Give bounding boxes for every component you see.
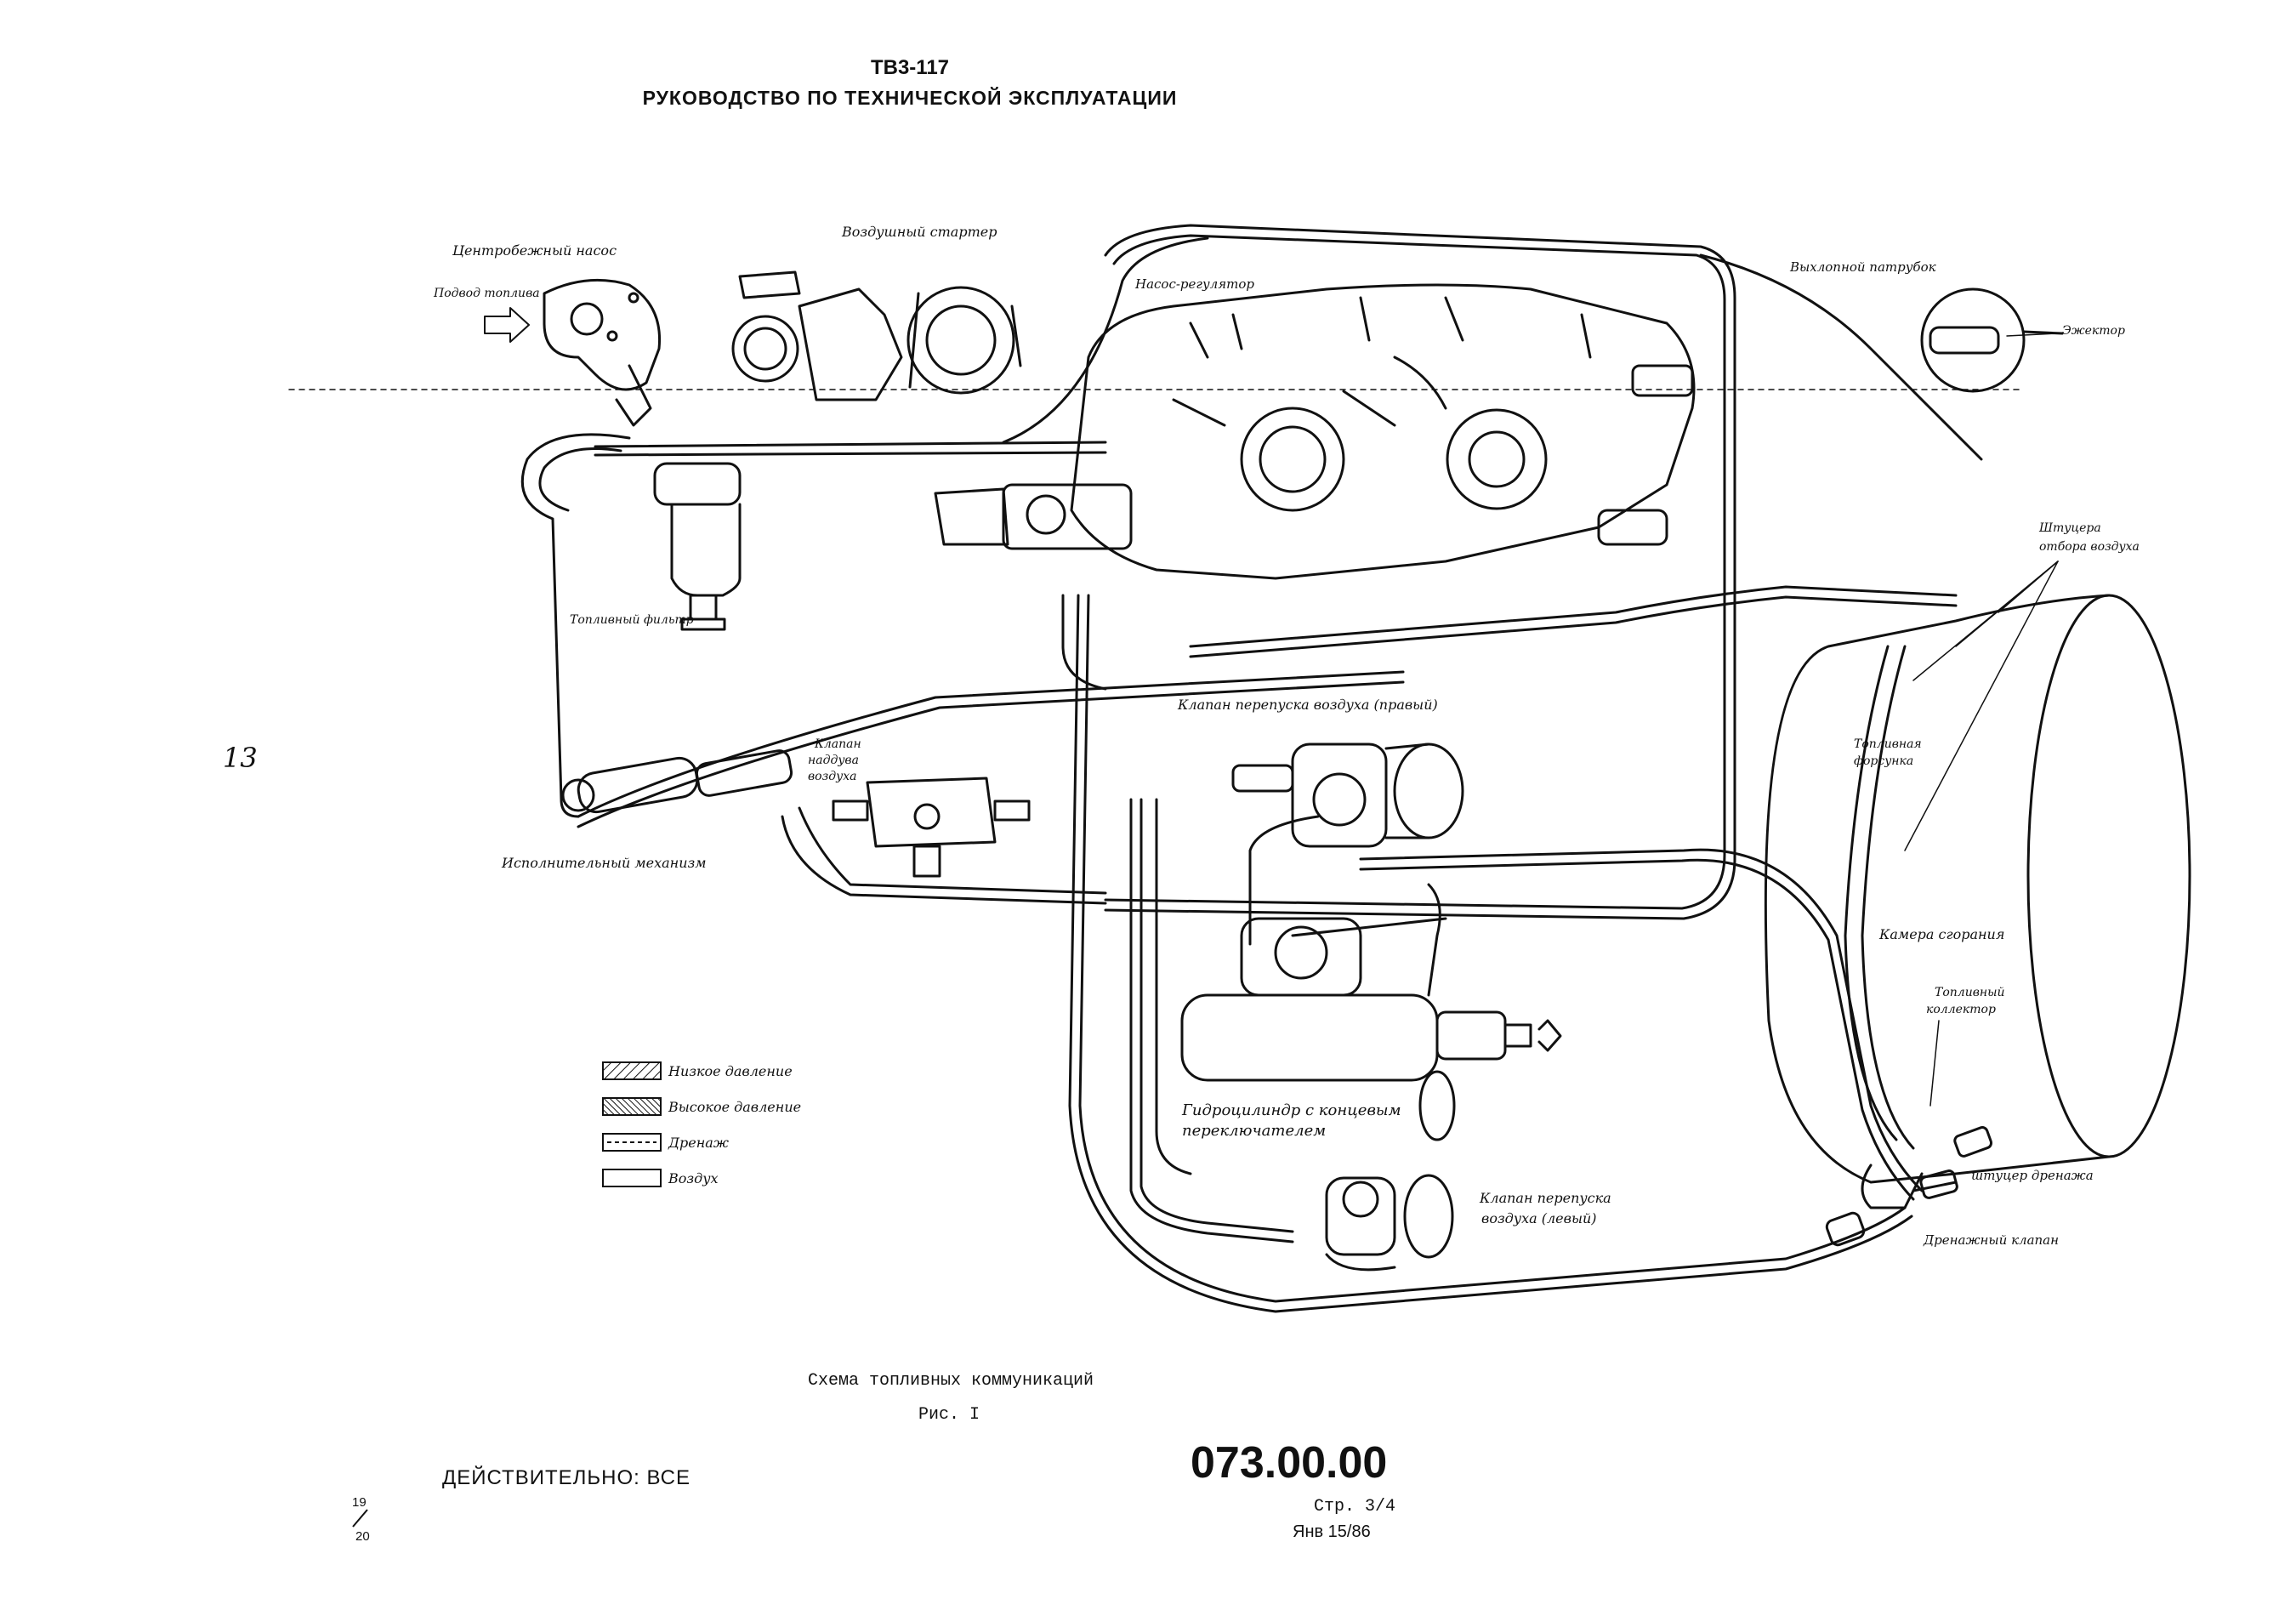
pipe-starter-reg	[1002, 236, 1209, 444]
figure-number: Рис. I	[918, 1405, 980, 1425]
label-drain-fitting: штуцер дренажа	[1971, 1168, 2094, 1183]
legend-item-low-pressure: Низкое давление	[602, 1061, 793, 1080]
page-fraction-slash	[352, 1509, 368, 1528]
combustion-chamber-drawing	[1764, 594, 2191, 1209]
header-model: ТВ3-117	[870, 56, 950, 79]
label-exhaust-pipe: Выхлопной патрубок	[1790, 259, 1936, 275]
hydrocylinder-drawing	[1180, 917, 1562, 1141]
pipe-outer-loop	[1104, 224, 1736, 920]
air-starter-drawing	[731, 270, 1022, 401]
air-bypass-valve-left-drawing	[1325, 1174, 1454, 1272]
label-fuel-manifold-2: коллектор	[1926, 1003, 1996, 1016]
page-fraction-top: 19	[352, 1495, 367, 1510]
air-bypass-valve-right-drawing	[1231, 743, 1464, 848]
pipe-to-right-valve	[1061, 594, 1107, 691]
pipe-top-header	[594, 441, 1107, 448]
label-centrifugal-pump: Центробежный насос	[452, 242, 617, 259]
label-air-bleed-fittings-2: отбора воздуха	[2039, 540, 2140, 554]
pipe-filter-main	[520, 433, 631, 818]
page-number: Стр. 3/4	[1314, 1497, 1396, 1516]
pipe-exhaust	[1699, 253, 1983, 461]
legend-label: Дренаж	[668, 1134, 729, 1151]
doc-number: 073.00.00	[1191, 1438, 1388, 1488]
revision-date: Янв 15/86	[1293, 1522, 1371, 1541]
legend-item-drain: Дренаж	[602, 1133, 729, 1152]
label-air-bleed-fittings-1: Штуцера	[2039, 521, 2101, 535]
legend-swatch-low-pressure	[602, 1061, 662, 1080]
label-air-bypass-valve-left-1: Клапан перепуска	[1480, 1190, 1611, 1206]
actuator-drawing	[561, 749, 793, 814]
pump-regulator-drawing	[934, 283, 1696, 580]
pipe-vertical-mid	[1129, 798, 1294, 1243]
legend-swatch-drain	[602, 1133, 662, 1152]
effectivity: ДЕЙСТВИТЕЛЬНО: ВСЕ	[442, 1466, 691, 1489]
pipe-to-actuator	[577, 670, 1405, 818]
handwritten-13: 13	[223, 742, 258, 774]
label-boost-valve-3: воздуха	[808, 770, 857, 783]
label-fuel-nozzle-1: Топливная	[1854, 737, 1922, 751]
label-combustion-chamber: Камера сгорания	[1879, 926, 2005, 942]
centrifugal-pump-drawing	[543, 278, 662, 427]
label-boost-valve-1: Клапан	[815, 737, 861, 751]
label-boost-valve-2: наддува	[808, 754, 859, 767]
label-drain-valve: Дренажный клапан	[1924, 1232, 2060, 1248]
label-fuel-nozzle-2: форсунка	[1854, 754, 1914, 768]
label-actuator: Исполнительный механизм	[502, 855, 707, 871]
pipe-left-loop	[1078, 594, 1907, 1303]
label-air-starter: Воздушный стартер	[842, 224, 997, 240]
label-pump-regulator: Насос-регулятор	[1135, 276, 1255, 292]
legend-label: Низкое давление	[668, 1062, 793, 1079]
legend-item-high-pressure: Высокое давление	[602, 1097, 801, 1116]
label-hydrocylinder-1: Гидроцилиндр с концевым	[1182, 1101, 1401, 1119]
drain-valve-drawing	[1825, 1126, 1993, 1247]
pipe-long-right	[1359, 848, 1924, 1192]
boost-valve-drawing	[832, 777, 1031, 878]
page-fraction-bottom: 20	[355, 1529, 370, 1544]
label-fuel-manifold-1: Топливный	[1935, 986, 2005, 999]
label-fuel-inlet: Подвод топлива	[434, 287, 540, 300]
label-air-bypass-valve-left-2: воздуха (левый)	[1481, 1210, 1597, 1226]
pipe-vertical-mid2	[1155, 798, 1192, 1175]
legend-swatch-high-pressure	[602, 1097, 662, 1116]
label-ejector: Эжектор	[2062, 324, 2125, 338]
label-air-bypass-valve-right: Клапан перепуска воздуха (правый)	[1178, 697, 1438, 713]
header-title: РУКОВОДСТВО ПО ТЕХНИЧЕСКОЙ ЭКСПЛУАТАЦИИ	[642, 87, 1178, 109]
label-hydrocylinder-2: переключателем	[1182, 1122, 1327, 1140]
exhaust-ejector-drawing	[1920, 287, 2064, 393]
fuel-filter-drawing	[653, 462, 742, 631]
label-fuel-filter: Топливный фильтр	[570, 613, 694, 627]
figure-caption: Схема топливных коммуникаций	[808, 1371, 1094, 1391]
pipe-to-chamber	[1189, 585, 1958, 648]
fuel-inlet-arrow	[484, 307, 530, 343]
legend-swatch-air	[602, 1169, 662, 1187]
legend-label: Высокое давление	[668, 1098, 802, 1115]
legend-item-air: Воздух	[602, 1169, 719, 1187]
legend-label: Воздух	[668, 1169, 719, 1186]
